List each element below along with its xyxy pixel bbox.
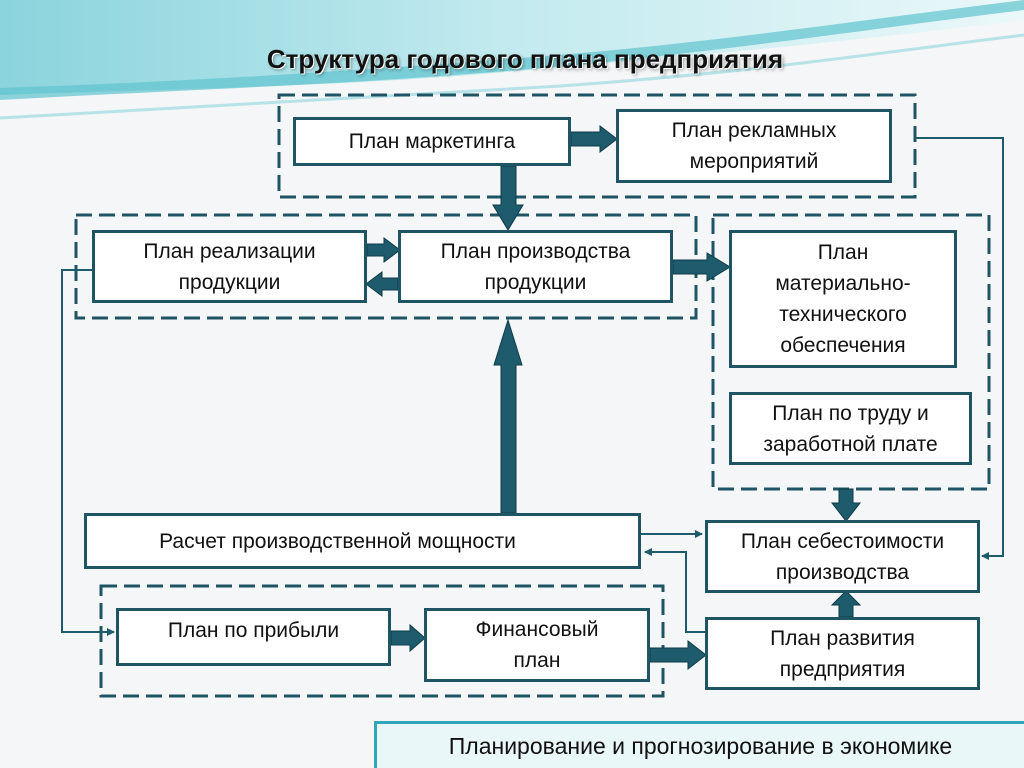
box-sales-plan: План реализации продукции (92, 230, 367, 303)
line-sales-to-profit (61, 269, 115, 636)
diagram-title: Структура годового плана предприятия (266, 44, 784, 74)
box-development-plan-label: План развития предприятия (770, 626, 915, 681)
arrow-resources-to-cost (830, 488, 862, 522)
arrow-profit-to-financial (390, 623, 426, 653)
box-material-plan-label: План материально-технического обеспечени… (775, 241, 911, 357)
box-financial-plan-label: Финансовый план (475, 618, 599, 672)
box-marketing-plan: План маркетинга (293, 117, 571, 166)
footer-course-title: Планирование и прогнозирование в экономи… (374, 721, 1024, 768)
arrow-marketing-to-production (492, 165, 524, 231)
box-cost-plan: План себестоимости производства (705, 520, 980, 593)
box-labor-plan: План по труду и заработной плате (729, 392, 972, 465)
arrow-marketing-to-advertising (570, 124, 618, 154)
box-cost-plan-label: План себестоимости производства (740, 529, 945, 584)
box-profit-plan: План по прибыли (116, 608, 391, 666)
line-advertising-to-cost (915, 137, 1004, 560)
box-material-plan: План материально-технического обеспечени… (729, 230, 957, 368)
box-production-plan-label: План производства продукции (440, 239, 631, 294)
box-financial-plan: Финансовый план (424, 608, 650, 682)
box-capacity-calc-label: Расчет производственной мощности (159, 529, 516, 553)
box-advertising-plan-label: План рекламных мероприятий (671, 119, 837, 173)
group-frame-finance (99, 584, 665, 698)
box-profit-plan-label: План по прибыли (167, 618, 340, 642)
box-development-plan: План развития предприятия (705, 617, 980, 690)
box-sales-plan-label: План реализации продукции (143, 239, 316, 294)
group-frame-resources (711, 213, 991, 491)
arrow-financial-to-development (649, 639, 707, 671)
box-capacity-calc: Расчет производственной мощности (84, 513, 641, 569)
arrow-capacity-to-production (493, 318, 523, 514)
box-production-plan: План производства продукции (398, 230, 673, 303)
arrow-production-to-material (672, 252, 731, 282)
line-development-to-capacity (644, 548, 705, 633)
box-advertising-plan: План рекламных мероприятий (616, 109, 892, 183)
arrow-production-to-sales (365, 271, 399, 297)
arrow-sales-to-production (366, 237, 401, 263)
arrow-development-to-cost (830, 590, 862, 618)
box-labor-plan-label: План по труду и заработной плате (763, 401, 938, 456)
box-marketing-plan-label: План маркетинга (348, 130, 516, 153)
